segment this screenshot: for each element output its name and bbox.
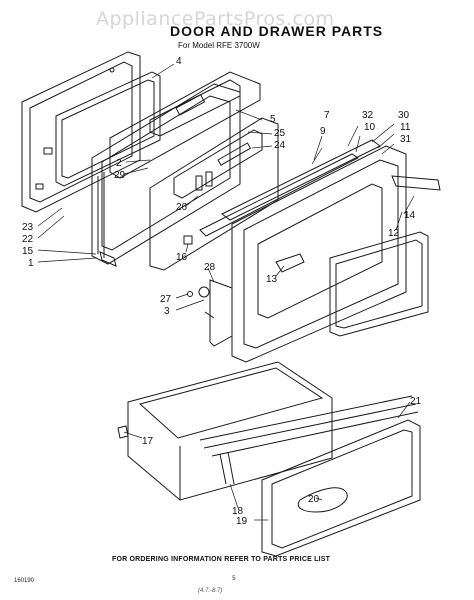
outer-oven-door — [199, 139, 441, 363]
callout-12: 12 — [388, 228, 400, 239]
callout-1: 1 — [28, 258, 34, 269]
bottom-mark: (4.7.-8.7) — [198, 588, 223, 594]
callout-numbers: 4 5 25 24 2 29 26 7 9 32 10 30 11 31 12 … — [22, 56, 422, 527]
callout-13: 13 — [266, 274, 278, 285]
door-hinge — [187, 279, 233, 347]
outer-door-panel — [21, 51, 141, 213]
diagram-title: DOOR AND DRAWER PARTS — [170, 23, 384, 39]
callout-18: 18 — [232, 506, 244, 517]
callout-4: 4 — [176, 56, 182, 67]
callout-11: 11 — [400, 122, 411, 133]
inner-door-panel — [149, 117, 279, 271]
callout-7: 7 — [324, 110, 330, 121]
callout-30: 30 — [398, 110, 410, 121]
door-frame — [91, 83, 241, 267]
callout-10: 10 — [364, 122, 376, 133]
callout-32: 32 — [362, 110, 374, 121]
oven-window-glass — [329, 231, 429, 337]
callout-19: 19 — [236, 516, 248, 527]
callout-31: 31 — [400, 134, 412, 145]
storage-drawer — [117, 361, 421, 557]
callout-2: 2 — [116, 158, 122, 169]
callout-9: 9 — [320, 126, 326, 137]
callout-23: 23 — [22, 222, 34, 233]
ordering-info-note: FOR ORDERING INFORMATION REFER TO PARTS … — [112, 556, 331, 563]
callout-29: 29 — [114, 170, 126, 181]
door-liner — [109, 71, 261, 179]
callout-26: 26 — [176, 202, 188, 213]
callout-16: 16 — [176, 252, 188, 263]
callout-15: 15 — [22, 246, 34, 257]
page-number: 5 — [232, 575, 236, 582]
callout-3: 3 — [164, 306, 170, 317]
door-glass — [55, 71, 161, 187]
callout-14: 14 — [404, 210, 416, 221]
callout-28: 28 — [204, 262, 216, 273]
callout-22: 22 — [22, 234, 34, 245]
door-clip — [183, 235, 193, 245]
callout-5: 5 — [270, 114, 276, 125]
callout-21: 21 — [410, 396, 422, 407]
callout-24: 24 — [274, 140, 286, 151]
watermark: AppliancePartsPros.com — [96, 8, 335, 30]
diagram-code: 160190 — [14, 578, 35, 584]
callout-25: 25 — [274, 128, 286, 139]
callout-17: 17 — [142, 436, 154, 447]
callout-20: 20 — [308, 494, 320, 505]
callout-27: 27 — [160, 294, 172, 305]
model-subtitle: For Model RFE 3700W — [178, 41, 260, 50]
callout-leader-lines — [37, 63, 415, 521]
